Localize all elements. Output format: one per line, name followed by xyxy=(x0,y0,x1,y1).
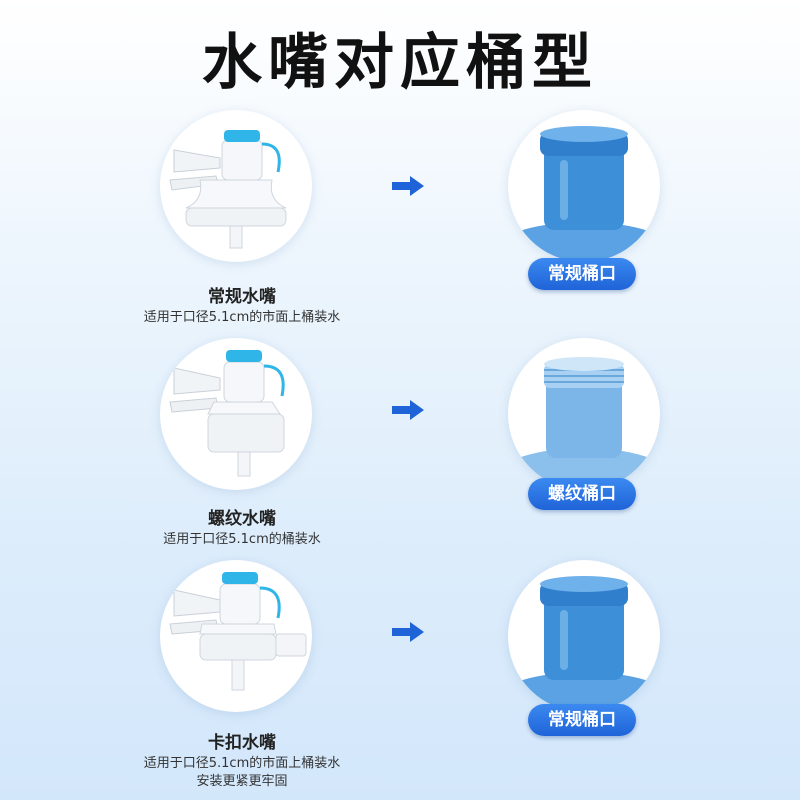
item-name: 螺纹水嘴 xyxy=(208,509,276,529)
item-desc: 适用于口径5.1cm的桶装水 xyxy=(163,532,321,547)
item-name: 常规水嘴 xyxy=(208,287,276,307)
item-desc: 适用于口径5.1cm的市面上桶装水 xyxy=(143,756,341,771)
arrow-right-icon xyxy=(392,622,424,642)
item-desc: 适用于口径5.1cm的市面上桶装水 xyxy=(143,310,341,325)
item-badge: 螺纹桶口 xyxy=(528,478,636,510)
item-name: 卡扣水嘴 xyxy=(208,733,276,753)
faucet-image-clip xyxy=(160,560,312,712)
bottle-image-regular-2 xyxy=(508,560,660,712)
item-badge: 常规桶口 xyxy=(528,704,636,736)
item-desc-2: 安装更紧更牢固 xyxy=(196,774,288,789)
bottle-image-regular xyxy=(508,110,660,262)
item-badge: 常规桶口 xyxy=(528,258,636,290)
faucet-image-thread xyxy=(160,338,312,490)
bottle-image-thread xyxy=(508,338,660,490)
faucet-image-regular xyxy=(160,110,312,262)
arrow-right-icon xyxy=(392,400,424,420)
page-title: 水嘴对应桶型 xyxy=(202,28,598,98)
arrow-right-icon xyxy=(392,176,424,196)
